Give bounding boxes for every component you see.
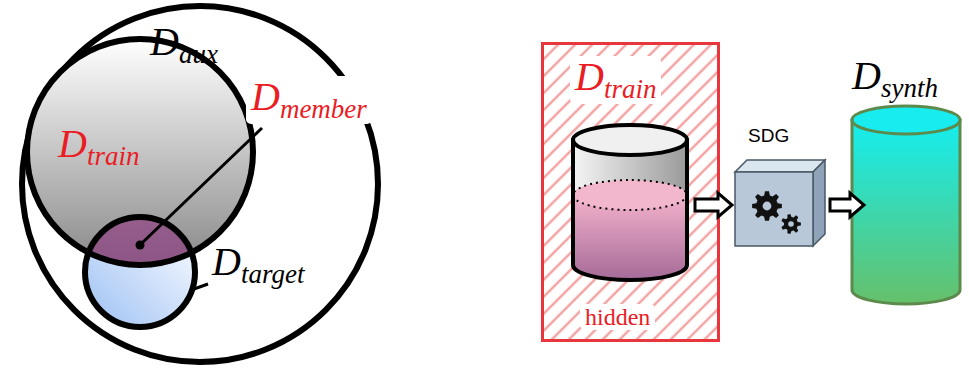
aux-circle: DauxDtrainDtarget — [18, 2, 382, 366]
member-label: Dmember — [246, 76, 372, 124]
gear-hole — [763, 202, 772, 211]
block-arrow — [830, 193, 864, 217]
aux-circle-shape — [22, 6, 378, 362]
member-leader-line — [142, 128, 262, 243]
generator-cube: SDG — [735, 160, 827, 248]
cylinder-body — [573, 140, 687, 280]
cylinder-outline — [573, 140, 687, 280]
gear-icon — [781, 214, 800, 234]
cylinder-body — [852, 120, 960, 304]
member-dot — [136, 241, 145, 250]
target-circle-outline — [82, 214, 198, 330]
target-border — [85, 217, 195, 327]
block-arrow — [695, 193, 732, 217]
cube-side — [813, 160, 825, 246]
train-circle-shape — [27, 39, 253, 265]
member-intersection — [27, 39, 253, 265]
synth-cylinder-outline — [850, 104, 962, 304]
train-border-arc — [27, 39, 253, 265]
cube-front — [735, 172, 813, 246]
hidden-region — [543, 44, 719, 341]
node-label: Dtarget — [212, 242, 304, 288]
cube-top — [735, 160, 825, 172]
node-label: SDG — [748, 126, 789, 145]
node-label: Dtrain — [58, 124, 139, 170]
node-label: Dtrain — [570, 56, 661, 104]
target-circle: Dtarget — [82, 214, 198, 330]
node-label: Dsynth — [852, 56, 938, 102]
synth-cylinder: Dsynth — [850, 104, 962, 304]
cylinder-top — [852, 106, 960, 134]
generator-cube-outline — [735, 160, 827, 248]
node-label: hidden — [580, 304, 655, 330]
gear-icon — [752, 191, 782, 221]
node-label: Daux — [150, 22, 218, 68]
cylinder-top — [573, 125, 687, 155]
gear-hole — [788, 221, 794, 227]
target-leader-line — [194, 284, 208, 289]
liquid-surface — [573, 180, 687, 210]
hidden-box: Dtrain hidden — [541, 42, 720, 342]
